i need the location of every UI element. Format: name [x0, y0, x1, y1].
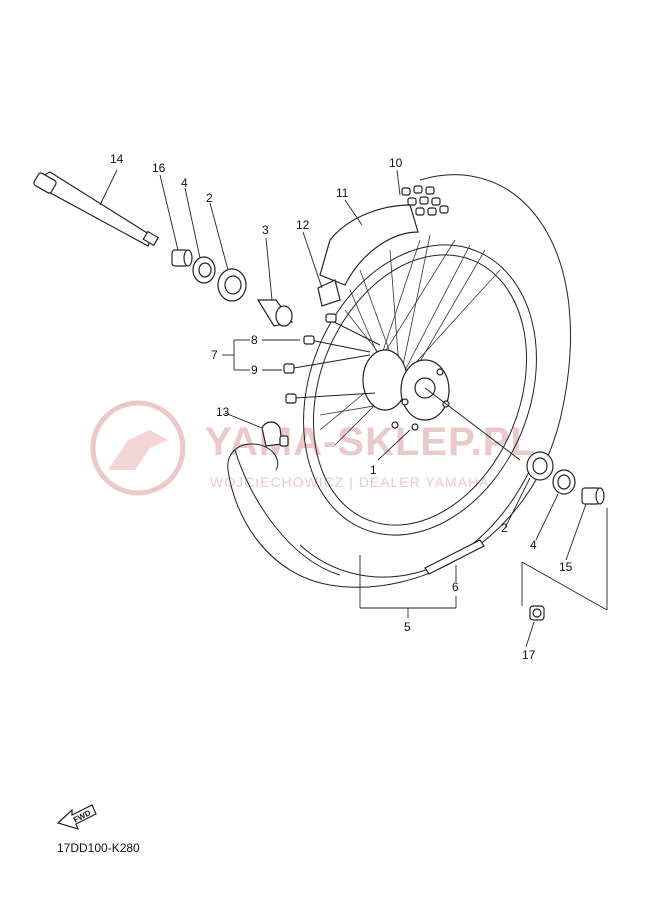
- tube-strip-6: [424, 539, 485, 575]
- tire: [227, 174, 571, 588]
- nipple-9: [283, 354, 376, 404]
- callout-15: 15: [559, 560, 573, 574]
- hub: [362, 349, 521, 461]
- rim: [303, 244, 537, 536]
- spoke-8: [303, 313, 381, 353]
- callout-4-left: 4: [181, 176, 188, 190]
- bearing-2-right: [526, 451, 554, 481]
- callout-2-right: 2: [501, 521, 508, 535]
- watermark-logo-mark: [108, 430, 168, 470]
- callout-2-left: 2: [206, 191, 213, 205]
- callout-16: 16: [152, 161, 166, 175]
- valve-13: [261, 421, 289, 447]
- callout-1: 1: [370, 463, 377, 477]
- oil-seal-4-left: [192, 256, 216, 284]
- callout-7: 7: [211, 348, 218, 362]
- callout-10: 10: [389, 156, 403, 170]
- spacer-3: [256, 299, 294, 327]
- callout-4-right: 4: [530, 538, 537, 552]
- tire-tread-10: [401, 185, 449, 216]
- nut-17: [529, 605, 545, 621]
- collar-15: [581, 487, 605, 505]
- diagram-code: 17DD100-K280: [57, 841, 140, 855]
- oil-seal-4-right: [552, 469, 576, 495]
- watermark: YAMA-SKLEP.PL WOJCIECHOWICZ | DEALER YAM…: [90, 400, 536, 496]
- rim-lock-12: [317, 279, 341, 307]
- callout-3: 3: [262, 223, 269, 237]
- axle-14: [33, 171, 160, 247]
- bearing-2-left: [217, 268, 247, 302]
- collar-16: [171, 249, 193, 267]
- leader-lines: [99, 169, 587, 648]
- forward-arrow-icon: FWD: [56, 804, 97, 830]
- rim-band-11: [319, 204, 419, 286]
- callout-12: 12: [296, 218, 310, 232]
- callout-8: 8: [251, 333, 258, 347]
- watermark-title: YAMA-SKLEP.PL: [205, 420, 536, 464]
- callout-11: 11: [336, 186, 349, 200]
- callout-17: 17: [522, 648, 536, 662]
- callout-labels: 14 16 4 2 3 12 11 10 8 7 9 13 1 2 4 15 6…: [110, 152, 573, 662]
- watermark-subtitle: WOJCIECHOWICZ | DEALER YAMAHA: [210, 474, 489, 490]
- group-outline-15-17: [521, 508, 608, 611]
- spokes: [319, 234, 501, 446]
- callout-13: 13: [216, 405, 230, 419]
- callout-5: 5: [404, 620, 411, 634]
- callout-14: 14: [110, 152, 124, 166]
- callout-6: 6: [452, 580, 459, 594]
- callout-9: 9: [251, 363, 258, 377]
- watermark-logo-icon: [90, 400, 186, 496]
